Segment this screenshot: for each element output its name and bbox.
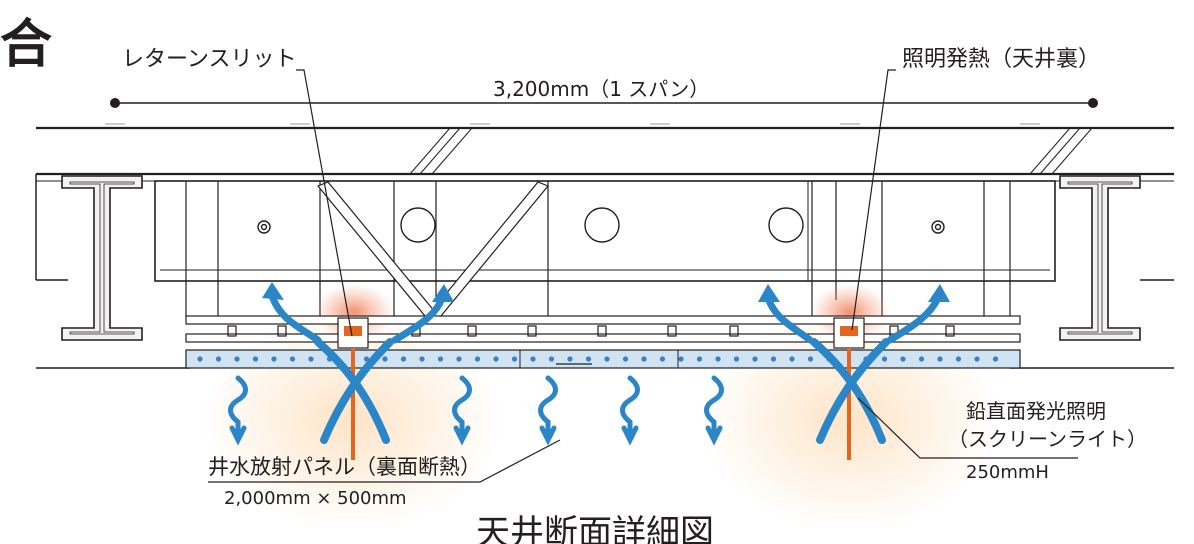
pipe-hole-icon xyxy=(768,207,804,243)
radiant-cool-air-arrowhead xyxy=(705,425,723,446)
radiant-cool-air-arrowhead xyxy=(539,425,557,446)
panel-name-label: 井水放射パネル（裏面断熱） xyxy=(208,455,481,479)
heading-fragment: 合 xyxy=(0,15,52,75)
light-fixture-icon xyxy=(337,317,369,460)
radiant-panel xyxy=(185,349,1021,369)
ceiling-hangers xyxy=(185,181,1011,318)
panel-water-pipe-dot xyxy=(289,356,296,362)
lighting-heat-glow-left xyxy=(314,284,394,340)
airflow-arrow-icon xyxy=(268,292,942,344)
airflow-arrow-icon xyxy=(314,338,890,444)
panel-water-pipe-dot xyxy=(641,356,647,362)
radiant-cool-air-arrowhead xyxy=(229,425,247,446)
figure-title: 天井断面詳細図 xyxy=(476,513,714,544)
panel-water-pipe-dot xyxy=(678,356,684,362)
leader-lines xyxy=(208,69,1078,483)
panel-water-pipe-dot xyxy=(567,356,573,362)
lighting-heat-label: 照明発熱（天井裏） xyxy=(902,47,1100,72)
panel-water-pipe-dot xyxy=(604,356,610,362)
panel-water-pipe-dot xyxy=(511,356,518,362)
span-label: 3,200mm（1 スパン） xyxy=(493,77,709,101)
i-beam-icon xyxy=(1059,175,1141,341)
panel-water-pipe-dot xyxy=(234,356,240,362)
panel-water-pipe-dot xyxy=(215,356,222,362)
panel-water-pipe-dot xyxy=(715,356,721,362)
ceiling-grid xyxy=(185,315,1021,343)
panel-water-pipe-dot xyxy=(974,356,980,362)
panel-water-pipe-dot xyxy=(530,356,536,362)
span-dimension-line xyxy=(110,98,1098,108)
light-fixture-icon xyxy=(833,317,865,460)
panel-size-label: 2,000mm × 500mm xyxy=(224,488,407,509)
panel-water-pipe-dot xyxy=(955,356,962,362)
panel-water-pipe-dot xyxy=(937,356,943,362)
panel-water-pipe-dot xyxy=(622,356,629,362)
panel-water-pipe-dot xyxy=(807,356,814,362)
panel-water-pipe-dot xyxy=(918,356,925,362)
panel-water-pipe-dot xyxy=(456,356,462,362)
panel-water-pipe-dot xyxy=(252,356,259,362)
panel-water-pipe-dot xyxy=(419,356,425,362)
light-height-label: 250mmH xyxy=(966,462,1049,483)
slab-deck-ribs xyxy=(409,127,1093,175)
radiant-cool-air-icon xyxy=(228,375,724,446)
radiant-cool-air-icon xyxy=(228,375,248,435)
panel-water-pipe-dot xyxy=(363,356,370,362)
pipe-hole-icon xyxy=(400,207,436,243)
panel-water-pipe-dot xyxy=(992,356,999,362)
panel-water-pipe-dot xyxy=(696,356,703,362)
radiant-cool-air-icon xyxy=(620,375,640,435)
radiant-cool-air-icon xyxy=(704,375,724,435)
beam-web-holes xyxy=(257,207,945,243)
i-beam-icon xyxy=(61,175,143,341)
panel-water-pipe-dot xyxy=(585,356,592,362)
panel-water-pipe-dot xyxy=(308,356,314,362)
panel-water-pipe-dot xyxy=(770,356,777,362)
radiant-cool-air-arrowhead xyxy=(453,425,471,446)
panel-water-pipe-dot xyxy=(548,356,555,362)
return-slit-label: レターンスリット xyxy=(122,47,296,72)
panel-water-pipe-dot xyxy=(659,356,666,362)
light-name-label: 鉛直面発光照明 xyxy=(966,399,1106,423)
panel-water-pipe-dot xyxy=(752,356,758,362)
panel-water-pipe-dot xyxy=(197,356,203,362)
radiant-cool-air-icon xyxy=(452,375,472,435)
pipe-hole-icon xyxy=(584,207,620,243)
radiant-cool-air-icon xyxy=(538,375,558,435)
panel-water-pipe-dot xyxy=(493,356,499,362)
airflow-arrowheads xyxy=(262,282,950,302)
panel-water-pipe-dot xyxy=(474,356,481,362)
panel-water-pipe-dot xyxy=(733,356,740,362)
panel-water-pipe-dot xyxy=(900,356,906,362)
lighting-heat-glow-right xyxy=(810,284,890,340)
light-name-sub-label: （スクリーンライト） xyxy=(948,427,1147,451)
panel-water-pipe-dot xyxy=(400,356,407,362)
panel-water-pipe-dot xyxy=(881,356,888,362)
panel-water-pipe-dot xyxy=(271,356,277,362)
panel-water-pipe-dot xyxy=(382,356,388,362)
panel-water-pipe-dot xyxy=(789,356,795,362)
radiant-cool-air-arrowhead xyxy=(621,425,639,446)
panel-water-pipe-dot xyxy=(437,356,444,362)
